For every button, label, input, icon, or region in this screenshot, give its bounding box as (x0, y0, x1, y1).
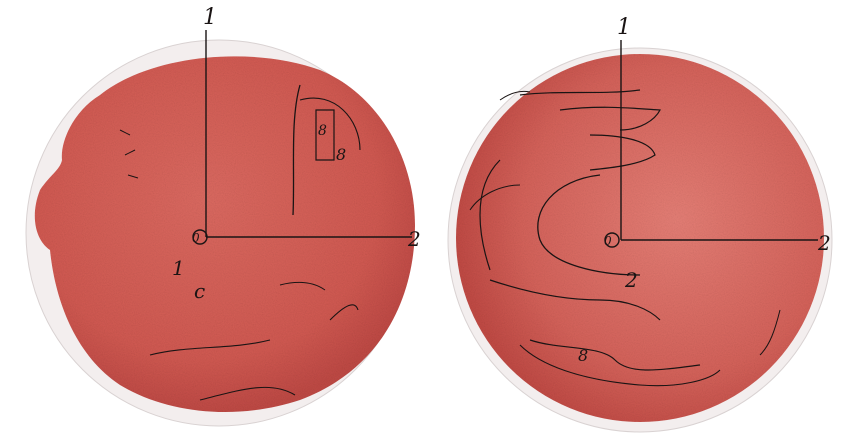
right-axis-x-label: 2 (817, 231, 831, 255)
left-origin-label: 0 (192, 231, 200, 245)
right-plate: 1 2 0 2 8 (448, 15, 832, 432)
left-mark-8a: 8 (318, 123, 327, 139)
left-mark-1: 1 (172, 256, 185, 280)
right-origin-label: 0 (604, 234, 612, 248)
left-disc (35, 56, 415, 412)
left-plate: 1 2 0 1 c 8 8 (26, 5, 421, 426)
left-axis-x-label: 2 (407, 227, 421, 251)
right-mark-8: 8 (578, 346, 588, 365)
left-mark-8b: 8 (336, 145, 346, 164)
right-mark-2: 2 (624, 268, 638, 292)
left-axis-y-label: 1 (203, 5, 217, 30)
left-mark-c: c (194, 279, 205, 303)
right-axis-y-label: 1 (617, 15, 631, 40)
